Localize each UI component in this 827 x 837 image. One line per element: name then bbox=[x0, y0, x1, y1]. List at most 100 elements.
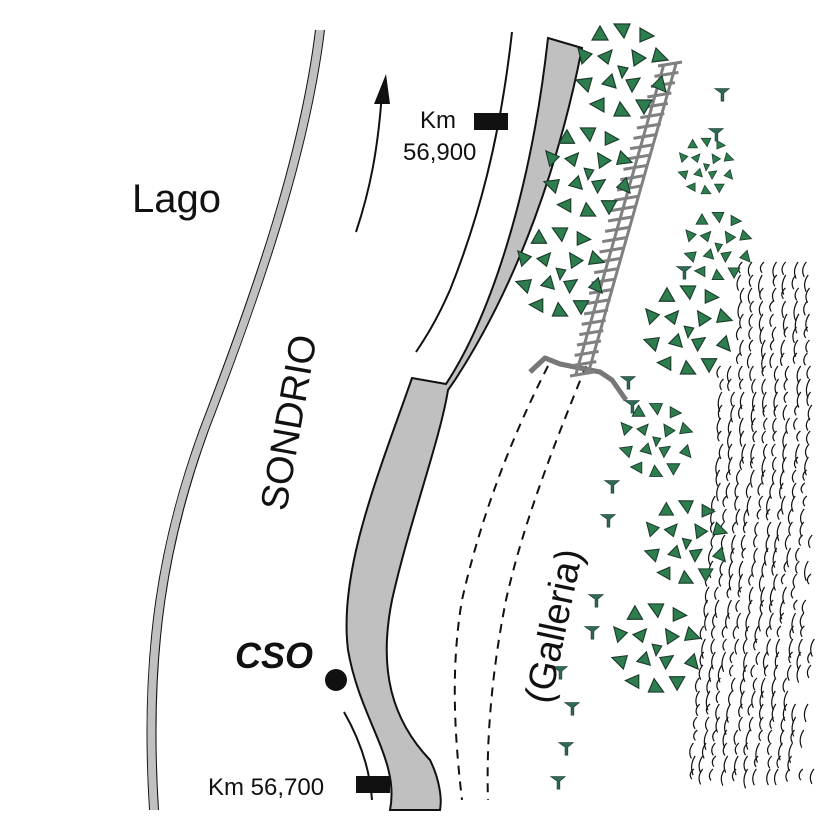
road-lane-line bbox=[415, 31, 513, 353]
slope-hatch-stroke bbox=[810, 638, 815, 657]
railway-sleeper bbox=[623, 163, 648, 171]
slope-hatch-stroke bbox=[692, 716, 698, 730]
slope-hatch-stroke bbox=[695, 703, 701, 717]
slope-hatch-stroke bbox=[703, 599, 709, 618]
slope-hatch-stroke bbox=[712, 612, 717, 627]
slope-hatch-stroke bbox=[726, 365, 732, 383]
slope-hatch-stroke bbox=[769, 339, 775, 351]
slope-hatch-stroke bbox=[717, 664, 723, 683]
slope-hatching-icon bbox=[689, 261, 815, 789]
slope-hatch-stroke bbox=[787, 508, 793, 525]
slope-hatch-stroke bbox=[759, 716, 764, 730]
slope-hatch-stroke bbox=[747, 287, 753, 304]
slope-hatch-stroke bbox=[726, 586, 732, 599]
slope-hatch-stroke bbox=[761, 365, 767, 377]
slope-hatch-stroke bbox=[739, 430, 745, 447]
slope-hatch-stroke bbox=[746, 352, 752, 369]
slope-hatch-stroke bbox=[780, 573, 786, 585]
railway-sleeper bbox=[572, 360, 597, 368]
tunnel-line-left bbox=[453, 365, 549, 801]
road-right-shoulder bbox=[345, 36, 584, 811]
slope-hatch-stroke bbox=[734, 742, 740, 755]
slope-hatch-stroke bbox=[776, 625, 782, 638]
slope-hatch-stroke bbox=[796, 378, 802, 396]
slope-hatch-stroke bbox=[794, 404, 799, 416]
sapling-icon bbox=[558, 742, 574, 756]
slope-hatch-stroke bbox=[704, 716, 710, 731]
slope-hatch-stroke bbox=[750, 469, 755, 488]
slope-hatch-stroke bbox=[712, 729, 717, 742]
slope-hatch-stroke bbox=[744, 625, 750, 640]
railway-sleeper bbox=[636, 122, 662, 130]
slope-hatch-stroke bbox=[773, 768, 779, 786]
slope-hatch-stroke bbox=[727, 378, 732, 392]
slope-hatch-stroke bbox=[802, 495, 808, 507]
slope-hatch-stroke bbox=[714, 599, 720, 618]
railway-sleeper bbox=[602, 236, 627, 244]
slope-hatch-stroke bbox=[695, 690, 701, 708]
slope-hatch-stroke bbox=[807, 534, 813, 549]
slope-hatch-stroke bbox=[729, 664, 734, 677]
sapling-icon bbox=[714, 88, 730, 102]
slope-hatch-stroke bbox=[799, 612, 805, 628]
slope-hatch-stroke bbox=[722, 742, 728, 756]
slope-hatch-stroke bbox=[743, 651, 748, 672]
slope-hatch-stroke bbox=[779, 599, 785, 620]
slope-hatch-stroke bbox=[799, 508, 805, 525]
slope-hatch-stroke bbox=[798, 768, 804, 781]
slope-hatch-stroke bbox=[724, 716, 729, 736]
slope-hatch-stroke bbox=[802, 469, 807, 481]
slope-hatch-stroke bbox=[731, 521, 737, 534]
slope-hatch-stroke bbox=[803, 352, 808, 366]
slope-hatch-stroke bbox=[769, 352, 775, 369]
slope-hatch-stroke bbox=[792, 573, 798, 588]
slope-hatch-stroke bbox=[693, 729, 698, 741]
slope-hatch-stroke bbox=[771, 287, 777, 302]
slope-hatch-stroke bbox=[758, 612, 763, 632]
slope-hatch-stroke bbox=[723, 755, 729, 774]
slope-hatch-stroke bbox=[761, 430, 767, 444]
sapling-icon bbox=[676, 266, 692, 280]
slope-hatch-stroke bbox=[715, 703, 720, 721]
railway-sleeper bbox=[654, 70, 679, 78]
slope-hatch-stroke bbox=[784, 534, 790, 550]
slope-hatch-stroke bbox=[781, 300, 787, 319]
sapling-icon bbox=[620, 376, 636, 390]
slope-hatch-stroke bbox=[759, 599, 765, 614]
slope-hatch-stroke bbox=[760, 586, 766, 607]
slope-hatch-stroke bbox=[771, 443, 776, 457]
slope-hatch-stroke bbox=[698, 664, 704, 681]
slope-hatch-stroke bbox=[698, 768, 704, 785]
km-marker-upper-icon bbox=[474, 113, 508, 130]
slope-hatch-stroke bbox=[739, 313, 744, 329]
slope-hatch-stroke bbox=[739, 378, 744, 390]
slope-hatch-stroke bbox=[738, 703, 743, 718]
slope-hatch-stroke bbox=[785, 417, 791, 434]
slope-hatch-stroke bbox=[779, 482, 784, 500]
slope-hatch-stroke bbox=[783, 560, 789, 573]
slope-hatch-stroke bbox=[719, 378, 724, 391]
slope-hatch-stroke bbox=[728, 456, 733, 476]
slope-hatch-stroke bbox=[781, 261, 787, 276]
slope-hatch-stroke bbox=[806, 391, 812, 407]
slope-hatch-stroke bbox=[788, 638, 794, 658]
slope-hatch-stroke bbox=[791, 703, 797, 723]
sapling-icon bbox=[564, 702, 580, 716]
slope-hatch-stroke bbox=[748, 599, 753, 614]
railway-sleeper bbox=[593, 267, 619, 275]
slope-hatch-stroke bbox=[750, 664, 756, 678]
slope-hatch-stroke bbox=[790, 586, 796, 599]
slope-hatch-stroke bbox=[781, 274, 787, 295]
slope-hatch-stroke bbox=[745, 729, 751, 750]
railway-sleeper bbox=[613, 194, 639, 202]
slope-hatch-stroke bbox=[736, 612, 742, 629]
slope-hatch-stroke bbox=[716, 417, 722, 435]
railway-sleeper bbox=[657, 60, 683, 68]
slope-hatch-stroke bbox=[805, 417, 811, 431]
slope-hatch-stroke bbox=[701, 742, 707, 759]
slope-hatch-stroke bbox=[765, 625, 771, 638]
slope-hatch-stroke bbox=[730, 547, 735, 563]
slope-hatch-stroke bbox=[796, 365, 802, 384]
slope-hatch-stroke bbox=[758, 573, 764, 592]
